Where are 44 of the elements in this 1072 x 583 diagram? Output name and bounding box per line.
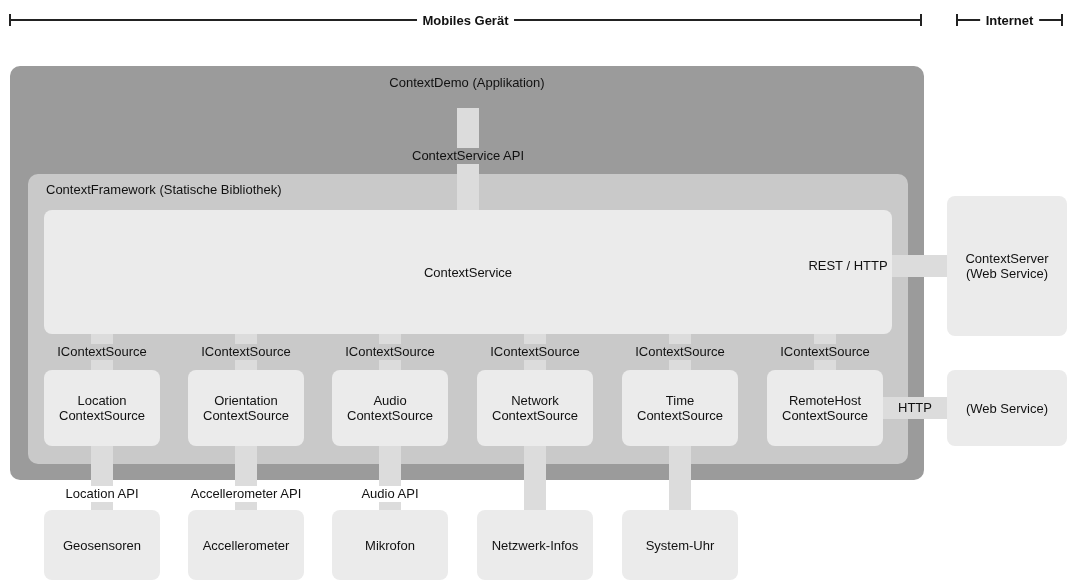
connector-band	[892, 255, 947, 277]
component-label: (Web Service)	[964, 400, 1050, 416]
connector-band	[235, 446, 257, 510]
component-label: Time ContextSource	[636, 393, 724, 423]
component-label: Location ContextSource	[58, 393, 146, 423]
connector-band	[669, 334, 691, 370]
connector-band	[91, 334, 113, 370]
component-label: ContextService	[422, 264, 514, 280]
panel-title: ContextFramework (Statische Bibliothek)	[46, 182, 282, 197]
component-box	[477, 370, 593, 446]
component-box	[622, 510, 738, 580]
connector-band	[379, 446, 401, 510]
component-label: Audio ContextSource	[346, 393, 434, 423]
connector-band	[457, 108, 479, 210]
connector-band	[524, 334, 546, 370]
component-box	[767, 370, 883, 446]
connector-band	[235, 334, 257, 370]
component-box	[947, 196, 1067, 336]
component-box	[332, 370, 448, 446]
component-box	[477, 510, 593, 580]
component-label: RemoteHost ContextSource	[781, 393, 869, 423]
connector-band	[379, 334, 401, 370]
component-box	[622, 370, 738, 446]
component-label: Geosensoren	[61, 537, 143, 553]
connector-band	[524, 446, 546, 510]
component-label: Mikrofon	[364, 537, 416, 553]
component-box	[332, 510, 448, 580]
component-label: Accellerometer	[201, 537, 291, 553]
component-label: System-Uhr	[644, 537, 716, 553]
component-label: Netzwerk-Infos	[490, 537, 580, 553]
component-box	[44, 510, 160, 580]
connector-band	[91, 446, 113, 510]
component-box	[44, 370, 160, 446]
connector-band	[814, 334, 836, 370]
component-box	[188, 370, 304, 446]
component-box	[188, 510, 304, 580]
component-label: ContextServer (Web Service)	[964, 251, 1050, 281]
component-label: Orientation ContextSource	[202, 393, 290, 423]
component-box	[44, 210, 892, 334]
component-label: Network ContextSource	[491, 393, 579, 423]
connector-band	[883, 397, 947, 419]
connector-band	[669, 446, 691, 510]
component-box	[947, 370, 1067, 446]
panel-title: ContextDemo (Applikation)	[388, 75, 546, 90]
